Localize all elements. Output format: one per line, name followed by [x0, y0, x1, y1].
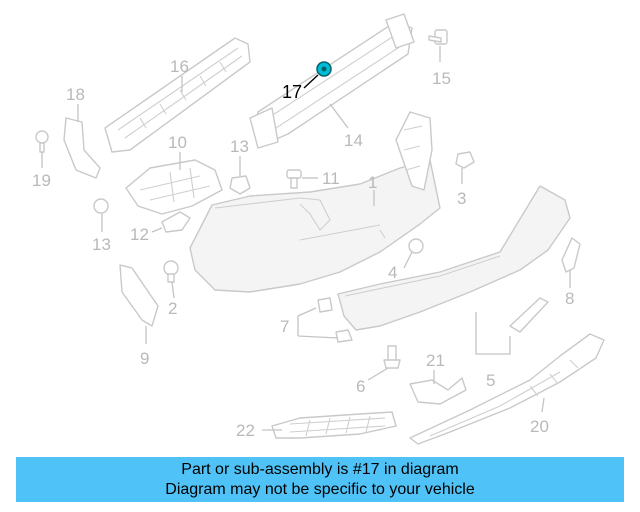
- callout-21: 21: [426, 351, 445, 370]
- banner-line-disclaimer: Diagram may not be specific to your vehi…: [165, 481, 475, 498]
- callout-1: 1: [368, 173, 377, 192]
- part-8-reflector: [561, 237, 581, 273]
- part-14-reinforcement: [249, 13, 415, 149]
- banner-line-part: Part or sub-assembly is #17 in diagram: [181, 461, 459, 478]
- callout-13-upper: 13: [230, 137, 249, 156]
- part-9-trim: [119, 264, 159, 327]
- callout-22: 22: [236, 421, 255, 440]
- part-13-clip-lower: [93, 198, 109, 214]
- callout-19: 19: [32, 171, 51, 190]
- callout-7: 7: [280, 317, 289, 336]
- part-19-clip: [35, 130, 49, 153]
- leader-lines: [41, 46, 571, 431]
- callout-10: 10: [168, 133, 187, 152]
- part-11-screw: [286, 169, 302, 189]
- callout-6: 6: [356, 377, 365, 396]
- part-21-bracket: [409, 377, 467, 405]
- part-17-nut: [316, 61, 332, 77]
- part-20-diffuser: [409, 333, 605, 445]
- part-6-bolt: [383, 345, 401, 369]
- part-2-screw: [163, 260, 179, 283]
- callout-13-lower: 13: [92, 235, 111, 254]
- callout-numbers: 16 18 19 10 13 11 17 14 15 1 3 13 12 4 2…: [32, 57, 574, 440]
- part-3-bracket: [395, 111, 475, 191]
- callout-14: 14: [344, 131, 363, 150]
- leader-17: [303, 74, 319, 89]
- part-12-cover: [161, 211, 191, 233]
- callout-5: 5: [486, 371, 495, 390]
- part-7-clips: [317, 297, 353, 343]
- callout-8: 8: [565, 289, 574, 308]
- part-16-absorber: [104, 37, 251, 153]
- callout-11: 11: [322, 169, 340, 188]
- callout-3: 3: [457, 189, 466, 208]
- callout-18: 18: [66, 85, 85, 104]
- callout-17: 17: [282, 82, 302, 102]
- callout-16: 16: [170, 57, 189, 76]
- part-13-clip-upper: [229, 175, 251, 195]
- part-15-bolt: [428, 29, 448, 45]
- callout-4: 4: [388, 263, 397, 282]
- callout-2: 2: [168, 299, 177, 318]
- part-4-clip: [408, 238, 424, 254]
- part-18-bracket: [63, 117, 101, 179]
- part-5-lower-cover: [337, 185, 571, 333]
- callout-15: 15: [432, 69, 451, 88]
- callout-9: 9: [140, 349, 149, 368]
- info-banner: Part or sub-assembly is #17 in diagram D…: [16, 457, 624, 502]
- part-22-reflector: [271, 411, 397, 439]
- part-1-bumper-cover: [189, 159, 441, 293]
- part-10-bracket: [125, 159, 223, 215]
- parts-diagram: 16 18 19 10 13 11 17 14 15 1 3 13 12 4 2…: [32, 13, 605, 445]
- callout-20: 20: [530, 417, 549, 436]
- callout-12: 12: [130, 225, 149, 244]
